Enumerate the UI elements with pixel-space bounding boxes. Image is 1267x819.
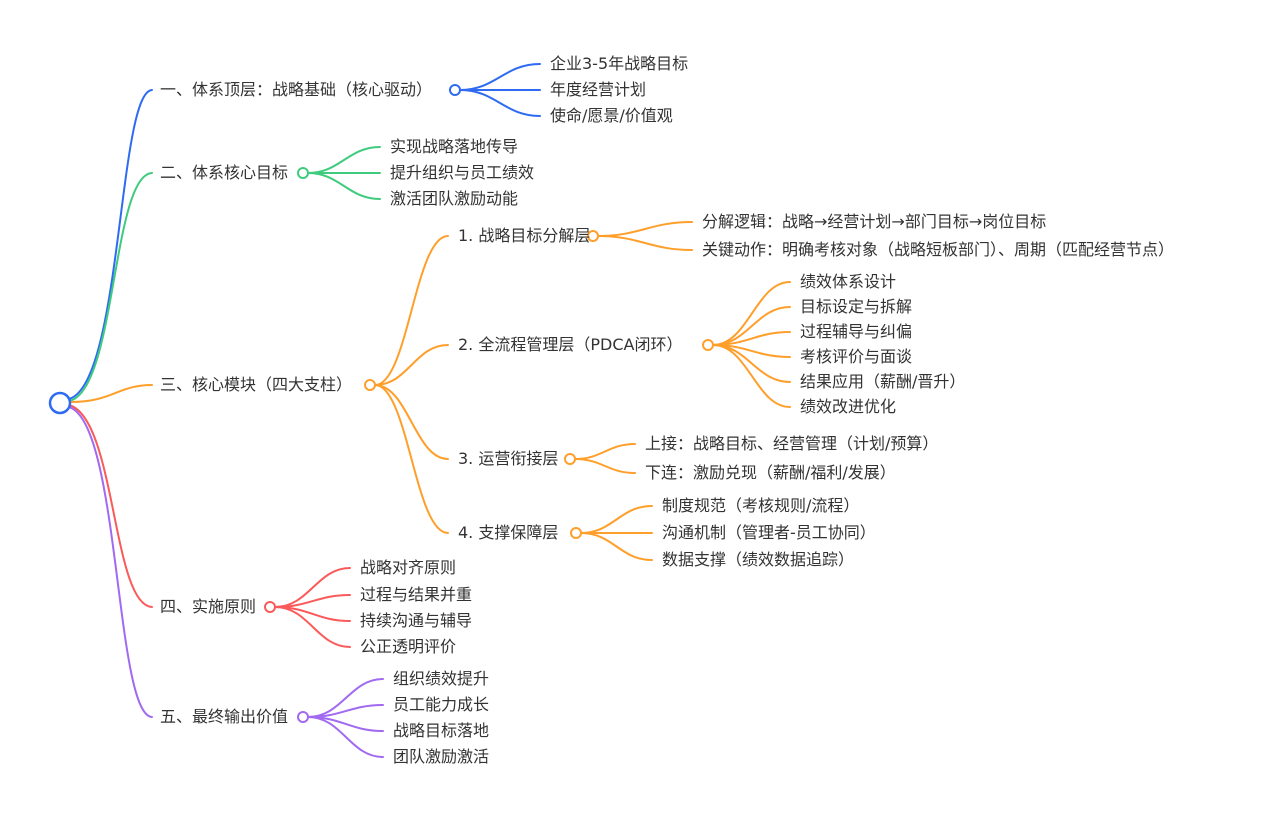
root-node-circle[interactable] (48, 391, 72, 415)
node-branch-5-label[interactable]: 五、最终输出价值 (160, 707, 289, 727)
branch-5-child-links (307, 678, 384, 758)
node-subbranch-3-2-child-6[interactable]: 绩效改进优化 (800, 397, 897, 417)
link-root-to-branch-2 (68, 172, 153, 402)
node-branch-2-child-3[interactable]: 激活团队激励动能 (390, 189, 519, 209)
node-subbranch-3-4-child-2[interactable]: 沟通机制（管理者-员工协同） (662, 523, 876, 543)
node-branch-2-child-2[interactable]: 提升组织与员工绩效 (390, 163, 535, 183)
node-branch-1-label[interactable]: 一、体系顶层：战略基础（核心驱动） (160, 80, 433, 100)
branch-2-child-links (307, 146, 381, 200)
link-root-to-branch-3 (70, 384, 153, 403)
node-subbranch-3-2-child-1[interactable]: 绩效体系设计 (800, 272, 897, 292)
node-subbranch-3-2-child-3[interactable]: 过程辅导与纠偏 (800, 322, 913, 342)
node-subbranch-3-2-child-2[interactable]: 目标设定与拆解 (800, 297, 913, 317)
branch-2-handle[interactable] (297, 167, 309, 179)
node-branch-3-label[interactable]: 三、核心模块（四大支柱） (160, 375, 353, 395)
node-branch-2-label[interactable]: 二、体系核心目标 (160, 163, 289, 183)
node-subbranch-3-2-label[interactable]: 2. 全流程管理层（PDCA闭环） (458, 335, 683, 355)
node-subbranch-3-1-label[interactable]: 1. 战略目标分解层 (458, 226, 591, 246)
branch-5-handle[interactable] (297, 711, 309, 723)
node-branch-1-child-1[interactable]: 企业3-5年战略目标 (550, 54, 689, 74)
node-subbranch-3-3-child-2[interactable]: 下连：激励兑现（薪酬/福利/发展） (645, 463, 896, 483)
branch-4-handle[interactable] (264, 601, 276, 613)
node-subbranch-3-2-child-4[interactable]: 考核评价与面谈 (800, 347, 913, 367)
branch-3-handle[interactable] (364, 379, 376, 391)
node-subbranch-3-4-child-3[interactable]: 数据支撑（绩效数据追踪） (662, 550, 855, 570)
link-root-to-branch-4 (68, 404, 153, 608)
node-subbranch-3-3-label[interactable]: 3. 运营衔接层 (458, 449, 559, 469)
node-branch-4-label[interactable]: 四、实施原则 (160, 597, 257, 617)
node-subbranch-3-2-child-5[interactable]: 结果应用（薪酬/晋升） (800, 372, 966, 392)
node-branch-1-child-3[interactable]: 使命/愿景/价值观 (550, 106, 673, 126)
node-branch-2-child-1[interactable]: 实现战略落地传导 (390, 137, 519, 157)
subbranch-3-3-handle[interactable] (564, 453, 576, 465)
node-subbranch-3-3-child-1[interactable]: 上接：战略目标、经营管理（计划/预算） (645, 434, 939, 454)
subbranch-3-2-handle[interactable] (702, 339, 714, 351)
subbranch-3-4-handle[interactable] (570, 527, 582, 539)
node-branch-5-child-1[interactable]: 组织绩效提升 (393, 669, 490, 689)
link-root-to-branch-5 (68, 406, 153, 718)
node-branch-4-child-3[interactable]: 持续沟通与辅导 (360, 611, 473, 631)
branch-4-child-links (274, 567, 351, 648)
node-subbranch-3-4-child-1[interactable]: 制度规范（考核规则/流程） (662, 496, 860, 516)
node-branch-5-child-2[interactable]: 员工能力成长 (393, 695, 490, 715)
node-subbranch-3-1-child-1[interactable]: 分解逻辑：战略→经营计划→部门目标→岗位目标 (702, 212, 1047, 232)
node-branch-5-child-4[interactable]: 团队激励激活 (393, 747, 490, 767)
node-subbranch-3-4-label[interactable]: 4. 支撑保障层 (458, 523, 559, 543)
branch-1-child-links (459, 63, 541, 117)
branch-3-child-links (374, 221, 791, 561)
node-branch-5-child-3[interactable]: 战略目标落地 (393, 721, 490, 741)
link-root-to-branch-1 (68, 89, 153, 400)
node-branch-4-child-2[interactable]: 过程与结果并重 (360, 585, 473, 605)
node-branch-4-child-1[interactable]: 战略对齐原则 (360, 558, 457, 578)
node-subbranch-3-1-child-2[interactable]: 关键动作：明确考核对象（战略短板部门）、周期（匹配经营节点） (702, 240, 1175, 260)
branch-1-handle[interactable] (449, 84, 461, 96)
node-branch-1-child-2[interactable]: 年度经营计划 (550, 80, 647, 100)
subbranch-3-1-handle[interactable] (587, 230, 599, 242)
node-branch-4-child-4[interactable]: 公正透明评价 (360, 637, 457, 657)
